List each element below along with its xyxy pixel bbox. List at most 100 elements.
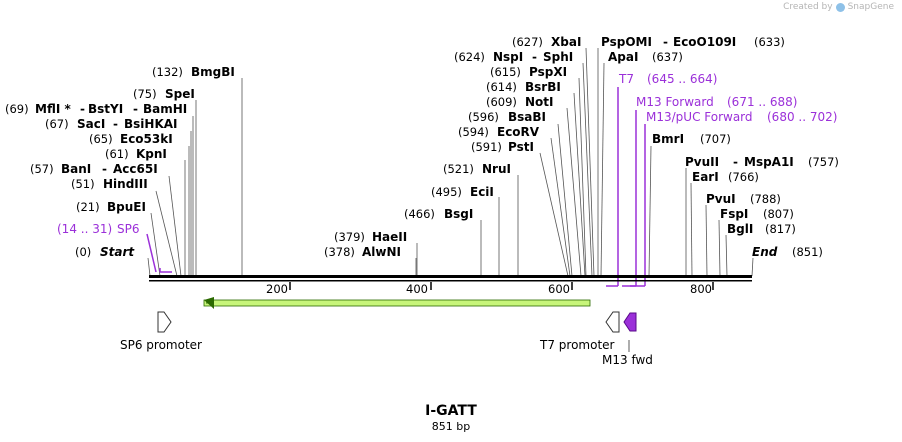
site-name: HindIII [103,177,148,191]
site-name: Acc65I [113,162,158,176]
site-pos: (51) [71,177,95,191]
site-name: BstYI [88,102,123,116]
site-name: PvuI [706,192,736,206]
end-pos: (851) [792,245,823,259]
primer-m13puc-name: M13/pUC Forward [646,110,753,124]
site-name: PstI [508,140,534,154]
site-name: PspOMI [601,35,652,49]
t7-promoter-label: T7 promoter [539,338,615,352]
map-title: I-GATT [425,403,477,419]
site-pos: (61) [105,147,129,161]
site-pos: (637) [652,50,683,64]
site-name: MspA1I [744,155,794,169]
primer-t7-range: (645 .. 664) [647,72,717,86]
site-pos: (594) [458,125,489,139]
site-name: - [113,117,118,131]
site-name: - [102,162,107,176]
site-name: PspXI [529,65,567,79]
site-pos: (609) [486,95,517,109]
site-pos: (21) [76,200,100,214]
site-name: - [733,155,738,169]
site-pos: (378) [324,245,355,259]
site-name: AlwNI [362,245,401,259]
site-pos: (757) [808,155,839,169]
site-pos: (707) [700,132,731,146]
site-name: ApaI [608,50,638,64]
site-name: FspI [720,207,748,221]
credit-brand: SnapGene [847,2,894,12]
site-name: SphI [543,50,573,64]
site-pos: (69) [5,102,29,116]
tick-400: 400 [406,282,428,296]
site-pos: (807) [763,207,794,221]
m13-fwd-arrow [623,312,637,332]
site-name: BsrBI [525,80,561,94]
site-name: NruI [482,162,511,176]
primer-sp6-name: SP6 [117,222,140,236]
site-name: BanI [61,162,91,176]
site-name: - [80,102,85,116]
site-name: - [133,102,138,116]
tick-200: 200 [266,282,288,296]
site-name: SacI [77,117,105,131]
site-pos: (495) [431,185,462,199]
site-name: BsiHKAI [124,117,178,131]
site-name: BamHI [143,102,187,116]
site-pos: (788) [750,192,781,206]
map-length: 851 bp [431,420,471,433]
primer-m13-name: M13 Forward [636,95,714,109]
site-name: - [532,50,537,64]
site-pos: (65) [89,132,113,146]
site-pos: (596) [468,110,499,124]
end-label: End [752,245,778,259]
site-name: MflI * [35,102,71,116]
primer-sp6-range: (14 .. 31) [57,222,112,236]
site-pos: (67) [45,117,69,131]
site-pos: (817) [765,222,796,236]
primer-t7-name: T7 [618,72,634,86]
site-name: PvuII [685,155,719,169]
site-pos: (521) [443,162,474,176]
site-name: BsgI [444,207,473,221]
snapgene-credit: Created by SnapGene [783,2,894,12]
site-pos: (379) [334,230,365,244]
site-pos: (591) [471,140,502,154]
site-name: HaeII [372,230,407,244]
site-pos: (633) [754,35,785,49]
primer-m13-range: (671 .. 688) [727,95,797,109]
site-pos: (466) [404,207,435,221]
site-name: BmrI [652,132,684,146]
site-pos: (75) [133,87,157,101]
snapgene-logo-icon [835,2,845,12]
site-pos: (132) [152,65,183,79]
site-pos: (627) [512,35,543,49]
scale-ticks [289,282,714,290]
site-name: BpuEI [107,200,146,214]
start-pos: (0) [75,245,91,259]
site-name: NotI [525,95,554,109]
site-pos: (57) [30,162,54,176]
site-name: BglI [727,222,753,236]
site-name: EarI [692,170,719,184]
site-name: BmgBI [191,65,235,79]
site-name: SpeI [165,87,195,101]
site-name: BsaBI [508,110,546,124]
t7-promoter-arrow [605,311,620,333]
start-label: Start [100,245,135,259]
site-pos: (766) [728,170,759,184]
site-name: Eco53kI [120,132,173,146]
site-name: XbaI [551,35,581,49]
site-name: EcoRV [497,125,540,139]
orf-arrow [203,297,591,309]
dna-backbone-top [149,275,752,278]
site-name: EcoO109I [673,35,736,49]
site-name: - [663,35,668,49]
sp6-promoter-arrow [157,311,172,333]
site-pos: (615) [490,65,521,79]
site-leader-lines [147,47,754,277]
tick-800: 800 [690,282,712,296]
tick-600: 600 [548,282,570,296]
site-name: EciI [470,185,494,199]
site-name: NspI [493,50,523,64]
